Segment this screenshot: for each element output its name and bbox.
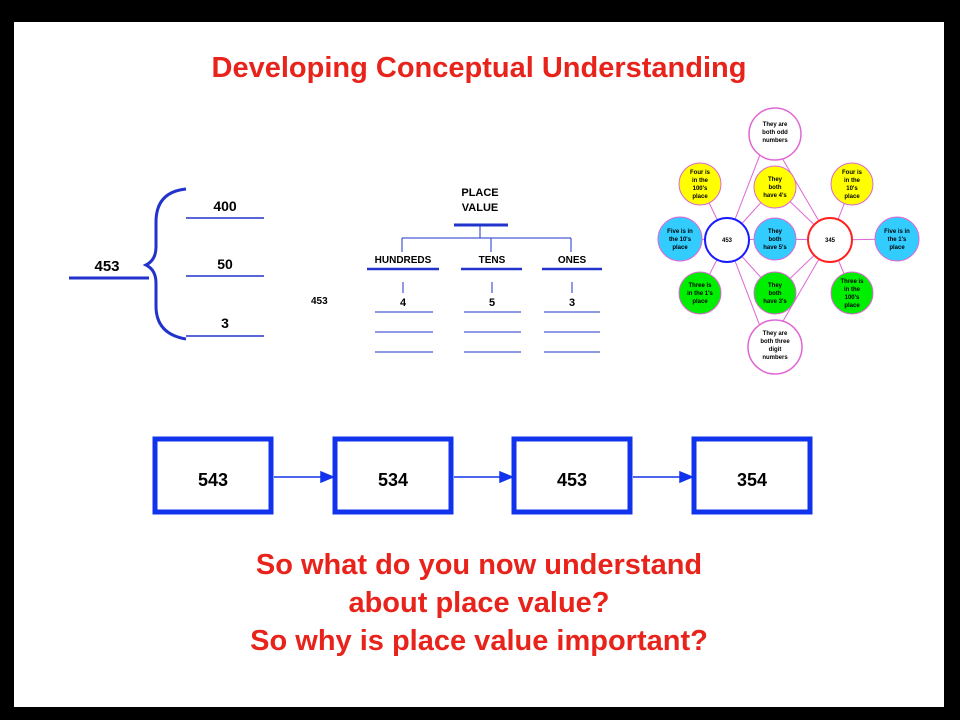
column-heading-tens: TENS [479,255,506,266]
expanded-number: 453 [94,258,119,275]
chart-number-label: 453 [311,296,328,307]
bubble-bottom-l1: They are [763,331,788,337]
bubble-center-mid [753,217,797,261]
slide-title: Developing Conceptual Understanding [211,52,747,84]
question-line-2: about place value? [348,587,610,619]
bubble-left-top-l2: in the [692,178,709,184]
chart-header-line1: PLACE [461,187,498,199]
bubble-left-top [678,162,722,206]
question-line-1: So what do you now understand [255,549,703,581]
bubble-top-l3: numbers [762,138,788,144]
column-heading-hundreds: HUNDREDS [375,255,432,266]
expanded-part-tens: 50 [217,256,233,272]
reflection-question: So what do you now understand about plac… [14,546,944,660]
bubble-right-top-l2: in the [844,178,861,184]
bubble-right-mid [874,216,920,262]
bubble-center-bottom-l1: They [768,283,783,289]
digit-ones: 3 [569,297,575,309]
bubble-right-mid-l2: the 1's [888,237,907,243]
bubble-bottom-l2: both three [760,339,790,345]
digit-hundreds: 4 [400,297,407,309]
bubble-left-mid-l2: the 10's [669,237,692,243]
bubble-left-bottom-l1: Three is [688,283,712,289]
bubble-left-top-l4: place [692,194,708,200]
venn-left-number-circle [704,217,750,263]
bubble-bottom [747,319,803,375]
sequence-value-3: 453 [557,470,587,490]
bubble-right-top [830,162,874,206]
chart-header-line2: VALUE [462,202,498,214]
bubble-top-l2: both odd [762,130,788,136]
bubble-right-bottom-l2: in the [844,287,861,293]
venn-left-number: 453 [722,238,733,244]
sequence-box-4 [691,436,813,515]
number-sequence: 543 534 453 354 [152,436,813,515]
sequence-value-1: 543 [198,470,228,490]
sequence-value-4: 354 [737,470,767,490]
bubble-left-top-l3: 100's [693,186,708,192]
bubble-top [748,107,802,161]
bubble-left-bottom-l2: in the 1's [687,291,713,297]
digit-tens: 5 [489,297,495,309]
expanded-part-ones: 3 [221,315,229,331]
bubble-right-mid-l3: place [889,245,905,251]
bubble-center-top-l1: They [768,177,783,183]
bubble-left-mid-l3: place [672,245,688,251]
bubble-right-top-l1: Four is [842,170,863,176]
bubble-center-bottom-l3: have 3's [763,299,787,305]
chart-blank-lines [375,311,600,353]
bubble-center-top-l3: have 4's [763,193,787,199]
sequence-box-2 [332,436,454,515]
sequence-box-3 [511,436,633,515]
bubble-right-bottom-l4: place [844,303,860,309]
bubble-top-l1: They are [763,122,788,128]
bubble-center-top [753,165,797,209]
brace [142,187,187,341]
sequence-value-2: 534 [378,470,408,490]
bubble-right-bottom-l1: Three is [840,279,864,285]
slide: Developing Conceptual Understanding 453 … [14,22,944,707]
diagram-canvas: 453 400 50 3 453 PLACE VALUE HUNDREDS TE… [69,107,920,515]
bubble-left-mid [657,216,703,262]
bubble-center-bottom [753,271,797,315]
bubble-right-top-l3: 10's [846,186,858,192]
bubble-left-mid-l1: Five is in [667,229,693,235]
expanded-form: 453 400 50 3 [69,187,264,341]
bubble-right-bottom-l3: 100's [845,295,860,301]
venn-right-number-circle [807,217,853,263]
bubble-right-mid-l1: Five is in [884,229,910,235]
venn-right-number: 345 [825,238,836,244]
bubble-right-top-l4: place [844,194,860,200]
bubble-left-top-l1: Four is [690,170,711,176]
column-heading-ones: ONES [558,255,587,266]
sequence-box-1 [152,436,274,515]
place-value-chart: 453 PLACE VALUE HUNDREDS TENS ONES 4 5 3 [311,187,602,353]
bubble-center-top-l2: both [769,185,782,191]
venn-web: They are both odd numbers They are both … [657,107,920,375]
question-line-3: So why is place value important? [250,625,708,657]
expanded-part-hundreds: 400 [213,198,237,214]
bubble-center-mid-l3: have 5's [763,245,787,251]
bubble-bottom-l4: numbers [762,355,788,361]
bubble-center-mid-l2: both [769,237,782,243]
bubble-bottom-l3: digit [769,347,782,353]
bubble-left-bottom [678,271,722,315]
bubble-right-bottom [830,271,874,315]
bubble-center-mid-l1: They [768,229,783,235]
bubble-left-bottom-l3: place [692,299,708,305]
bubble-center-bottom-l2: both [769,291,782,297]
